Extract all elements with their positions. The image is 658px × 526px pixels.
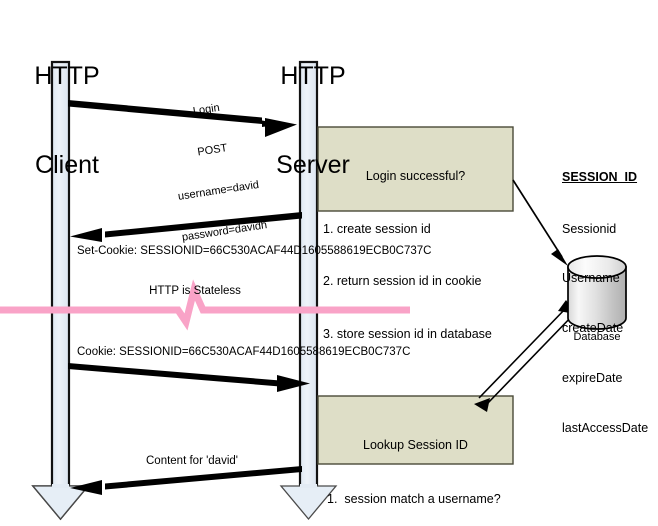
note-login-successful xyxy=(317,126,514,212)
arrow-store-session-to-database xyxy=(512,179,568,266)
database-cylinder-shape xyxy=(567,255,627,330)
lifeline-client xyxy=(31,60,90,521)
stateless-separator-line xyxy=(0,279,410,331)
lifeline-server xyxy=(279,60,338,521)
arrow-cookie-request xyxy=(68,363,310,392)
arrow-set-cookie-response xyxy=(70,212,302,242)
arrow-login-request xyxy=(68,100,297,137)
arrow-content-response xyxy=(70,466,302,495)
arrow-lookup-database-bidirectional xyxy=(474,300,576,412)
